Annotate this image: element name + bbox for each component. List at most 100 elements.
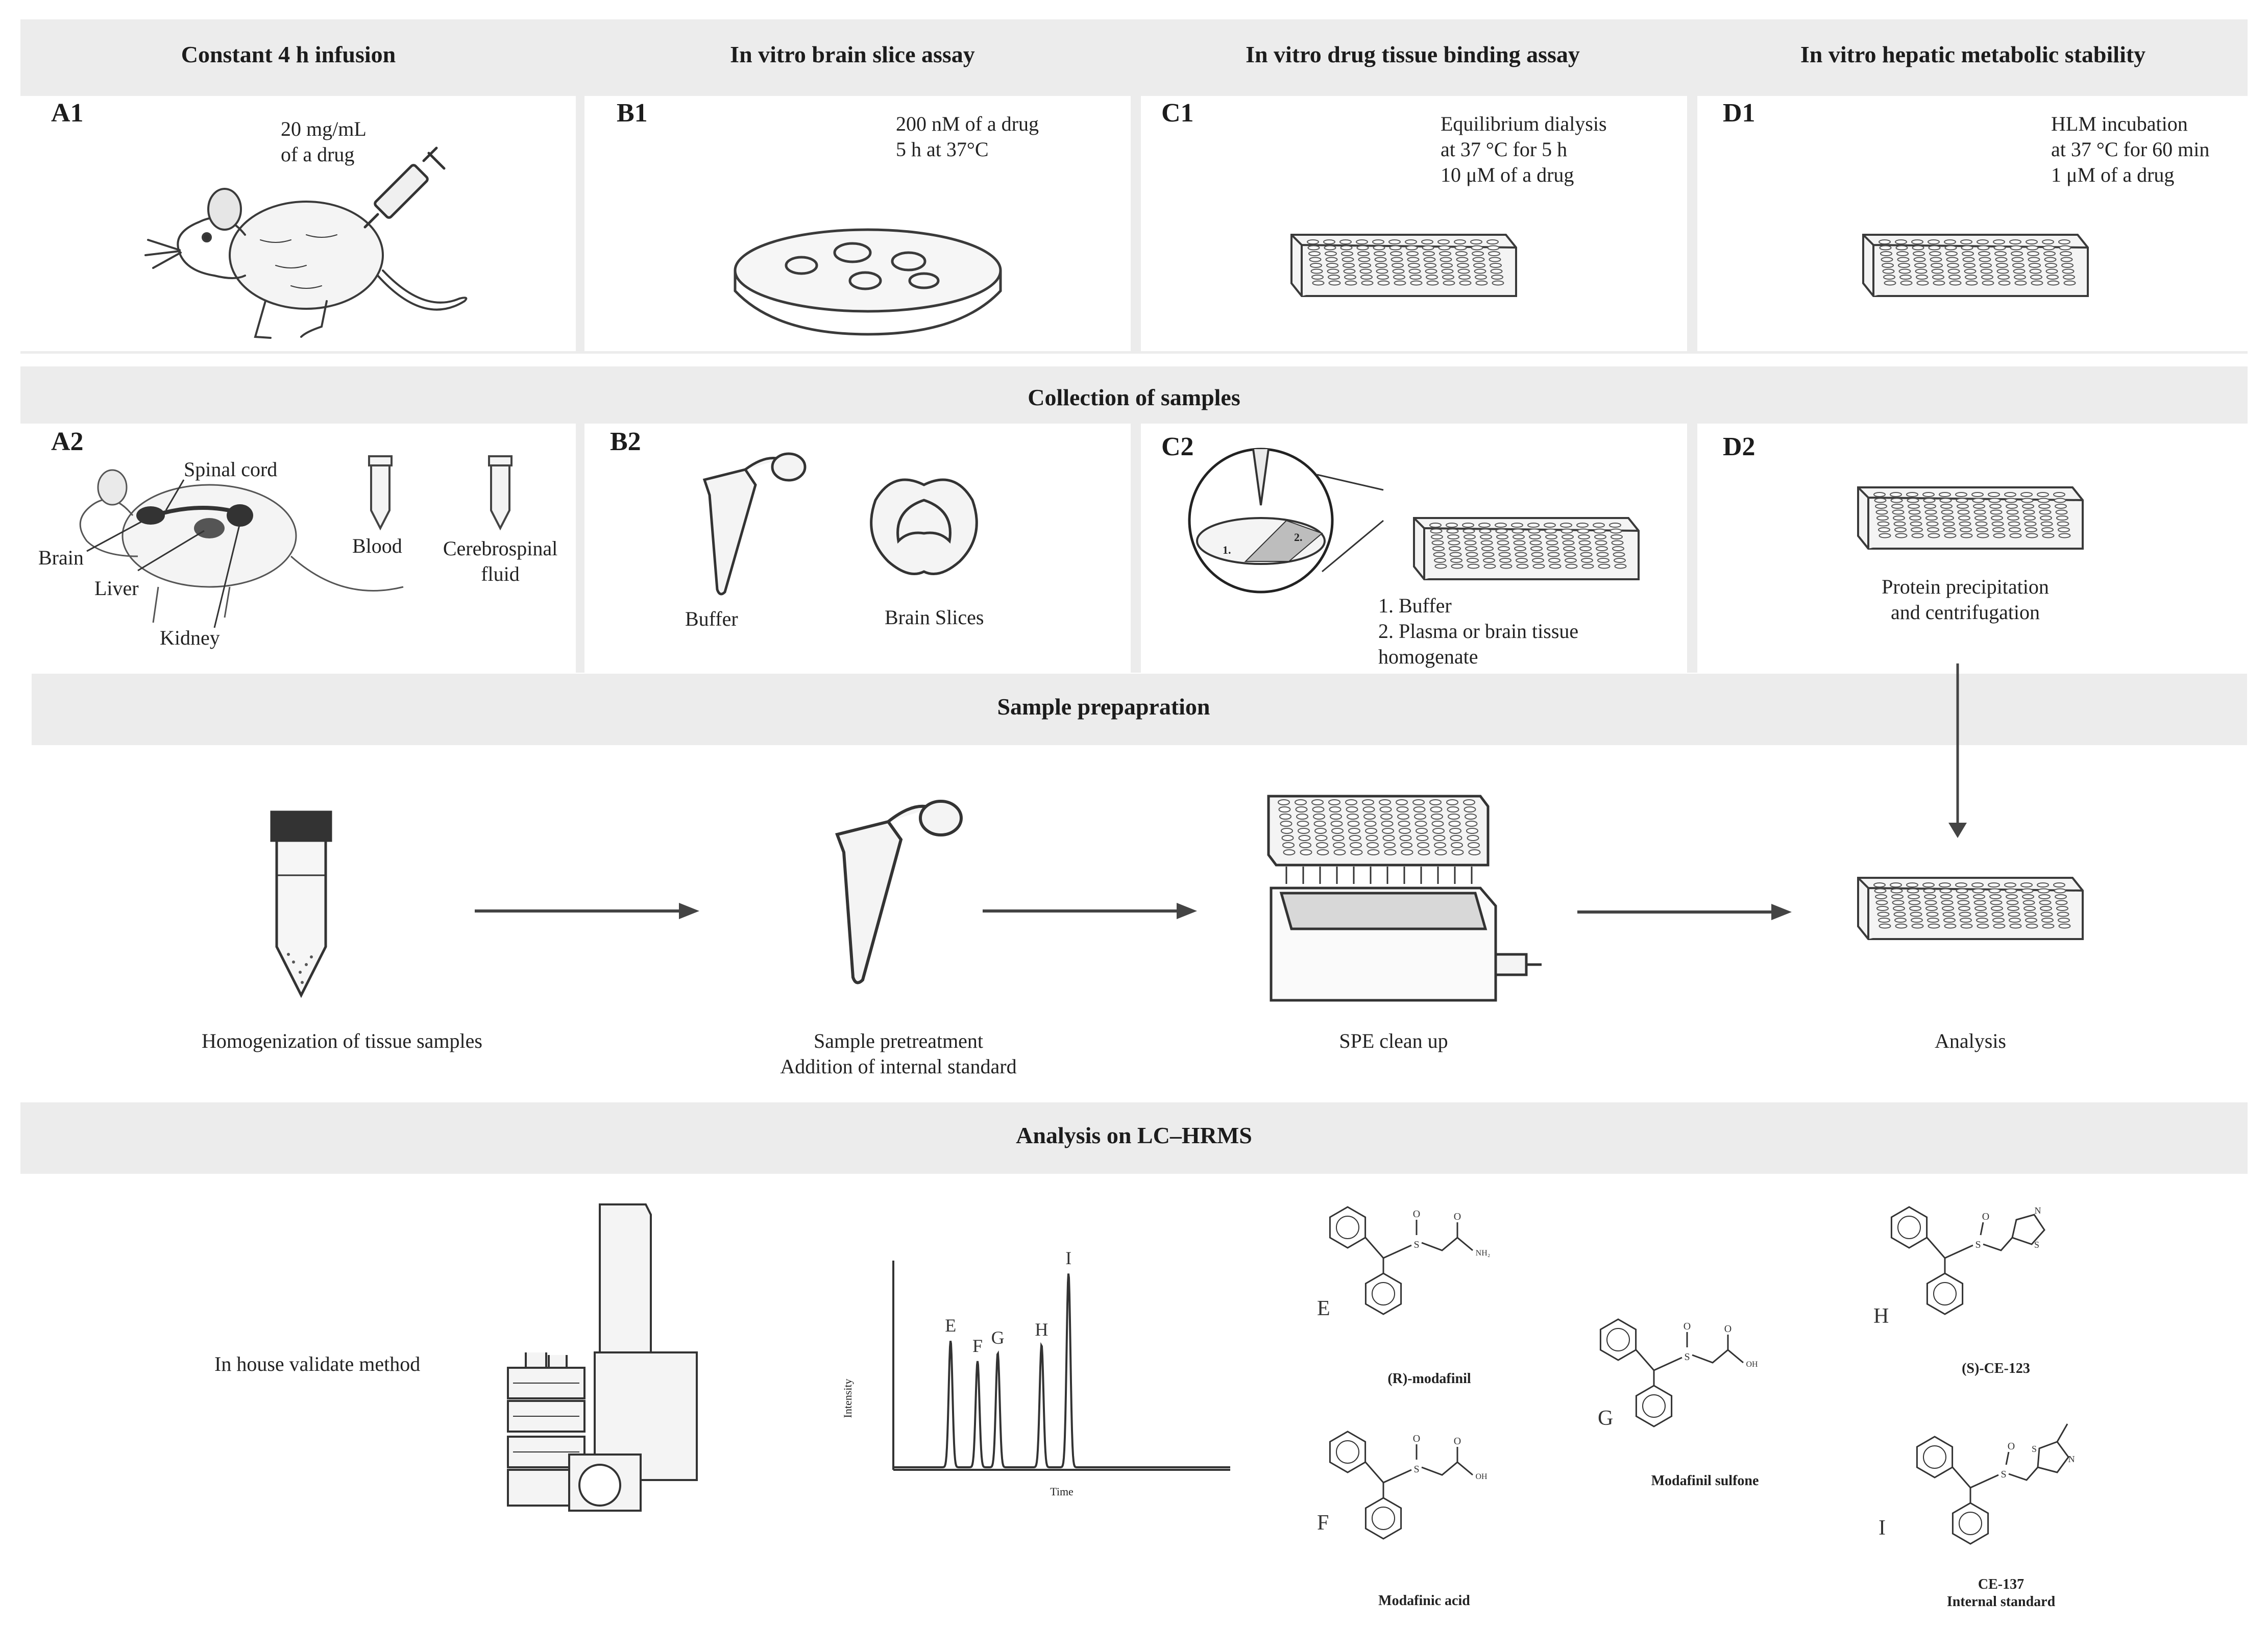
well-plate-d1 <box>1862 234 2089 297</box>
plate-well <box>1401 849 1413 855</box>
plate-well <box>2037 882 2049 888</box>
plate-well <box>2054 498 2066 503</box>
plate-well <box>1594 534 1606 539</box>
plate-well <box>1350 842 1362 848</box>
plate-well <box>1910 911 1922 917</box>
plate-well <box>1495 523 1507 528</box>
plate-well <box>2013 268 2026 274</box>
plate-well <box>1298 835 1311 841</box>
plate-well <box>1429 523 1442 528</box>
plate-well <box>1490 268 1503 274</box>
plate-well <box>1296 814 1308 820</box>
plate-well <box>2059 245 2071 251</box>
plate-well <box>1278 806 1291 812</box>
chromatogram-ylabel: Intensity <box>841 1379 854 1418</box>
plate-well <box>2025 918 2037 923</box>
plate-well <box>1909 906 1921 911</box>
plate-well <box>2022 894 2034 899</box>
plate-well <box>1973 504 1985 509</box>
plate-well <box>2011 257 2024 262</box>
plate-well <box>2058 923 2071 929</box>
plate-well <box>1976 918 1988 923</box>
plate-well <box>1327 268 1339 274</box>
plate-well <box>1960 923 1973 929</box>
arrow-step2-step3 <box>983 903 1197 919</box>
svg-text:O: O <box>1684 1321 1691 1332</box>
plate-well <box>1544 523 1556 528</box>
plate-well <box>1408 263 1420 268</box>
plate-well <box>1449 546 1461 551</box>
plate-well <box>1431 814 1443 820</box>
plate-well <box>2045 263 2057 268</box>
section-title-brain-slice: In vitro brain slice assay <box>730 41 975 67</box>
plate-well <box>1300 849 1312 855</box>
plate-well <box>1373 245 1385 251</box>
plate-well <box>1581 558 1593 563</box>
plate-well <box>1922 882 1935 888</box>
compound-letter-g: G <box>1598 1407 1614 1430</box>
plate-well <box>1349 835 1361 841</box>
plate-well <box>1441 268 1454 274</box>
plate-well <box>1457 268 1470 274</box>
plate-well <box>2058 239 2070 244</box>
plate-well <box>1431 534 1443 539</box>
plate-well <box>1893 515 1905 521</box>
plate-well <box>1991 515 2003 521</box>
plate-well <box>2012 263 2025 268</box>
plate-well <box>2039 900 2052 905</box>
svg-text:S: S <box>2032 1444 2037 1454</box>
plate-well <box>1295 799 1307 805</box>
plate-well <box>1418 849 1430 855</box>
plate-well <box>1991 906 2003 911</box>
plate-well <box>1434 842 1446 848</box>
plate-well <box>1393 275 1405 280</box>
plate-well <box>1932 275 1944 280</box>
plate-well <box>2056 906 2068 911</box>
plate-well <box>1466 828 1478 834</box>
plate-well <box>1946 257 1959 262</box>
plate-well <box>1405 245 1418 251</box>
label-c2: C2 <box>1161 432 1194 461</box>
label-c1: C1 <box>1161 98 1194 128</box>
plate-well <box>2037 888 2050 894</box>
plate-well <box>1465 821 1478 827</box>
plate-well <box>2040 911 2053 917</box>
plate-well <box>1931 268 1944 274</box>
plate-well <box>1434 849 1447 855</box>
plate-well <box>1347 821 1360 827</box>
plate-well <box>1491 275 1503 280</box>
plate-well <box>1890 882 1902 888</box>
plate-well <box>1997 275 2010 280</box>
label-brain: Brain <box>38 546 84 569</box>
plate-well <box>1499 558 1511 563</box>
plate-well <box>1279 814 1291 820</box>
plate-well <box>1977 533 1989 538</box>
plate-well <box>1331 828 1344 834</box>
plate-well <box>1530 546 1543 551</box>
plate-well <box>2022 509 2035 515</box>
plate-well <box>1434 558 1446 563</box>
plate-well <box>1547 546 1559 551</box>
spe-manifold-icon <box>1267 795 1542 1002</box>
plate-well <box>2057 911 2069 917</box>
plate-well <box>2037 498 2050 503</box>
plate-well <box>1927 527 1939 532</box>
plate-well <box>1996 268 2009 274</box>
plate-well <box>2057 521 2069 527</box>
plate-well <box>1280 821 1292 827</box>
plate-well <box>2010 245 2022 251</box>
plate-well <box>2026 533 2038 538</box>
plate-well <box>1613 552 1625 557</box>
plate-well <box>1458 275 1471 280</box>
compound-name-h: (S)-CE-123 <box>1962 1361 2030 1376</box>
plate-well <box>1939 498 1952 503</box>
plate-well <box>1998 280 2011 286</box>
plate-well <box>1531 552 1544 557</box>
plate-well <box>1465 814 1477 820</box>
plate-well <box>1892 509 1905 515</box>
plate-well <box>2026 923 2038 929</box>
plate-well <box>2009 239 2021 244</box>
label-liver: Liver <box>94 577 139 600</box>
plate-well <box>1328 799 1340 805</box>
